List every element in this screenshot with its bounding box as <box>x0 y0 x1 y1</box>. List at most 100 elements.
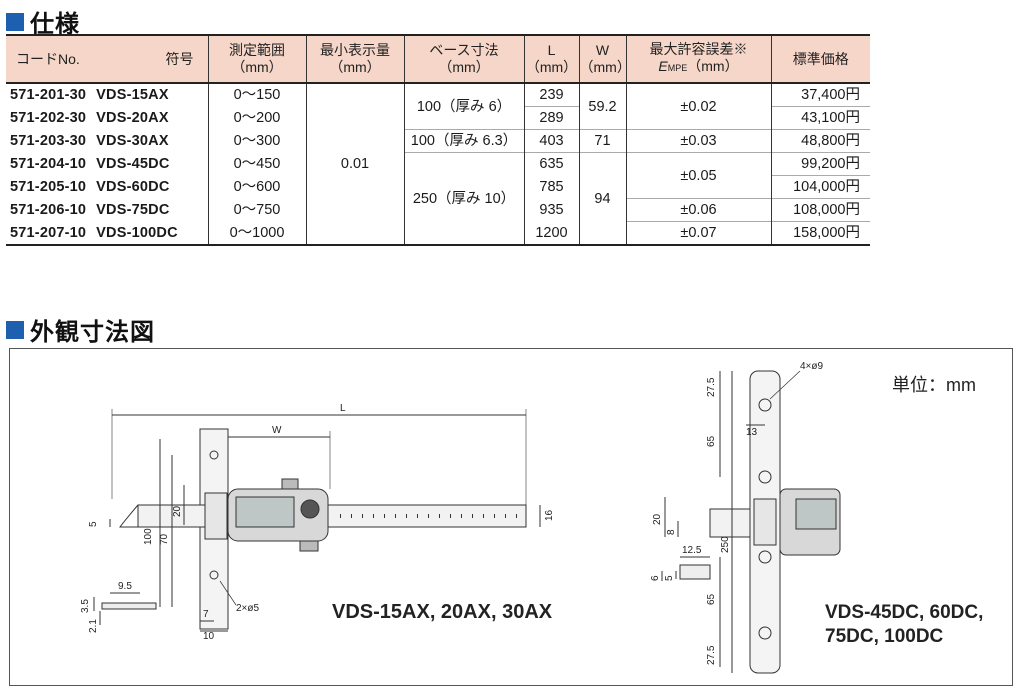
label-12-5: 12.5 <box>682 545 702 556</box>
header-L: L （mm） <box>523 35 579 83</box>
small-caliper-labels: L W 100 70 20 5 16 7 10 2×ø5 9.5 3.5 2.1 <box>80 403 555 642</box>
square-bullet-icon <box>6 12 24 31</box>
spec-heading-text: 仕様 <box>30 10 80 38</box>
header-code: コードNo. <box>16 50 80 67</box>
cell-code: 571-203-30 VDS-30AX <box>6 130 208 153</box>
slider <box>204 492 228 540</box>
code-text: 571-207-10 <box>10 224 87 241</box>
cell-L: 289 <box>523 106 579 130</box>
symbol-text: VDS-15AX <box>96 87 169 104</box>
model-label-small: VDS-15AX, 20AX, 30AX <box>332 601 553 623</box>
cell-base: 250（厚み 10） <box>403 152 524 245</box>
large-caliper-drawing <box>661 370 841 674</box>
cell-price: 37,400円 <box>770 82 870 107</box>
dimension-heading-text: 外観寸法図 <box>30 318 155 346</box>
spec-heading: 仕様 <box>6 4 80 39</box>
cell-code: 571-205-10 VDS-60DC <box>6 176 208 199</box>
leader-line <box>769 370 801 400</box>
header-resolution: 最小表示量 （mm） <box>305 35 404 83</box>
symbol-text: VDS-30AX <box>96 133 169 149</box>
label-holes: 4×ø9 <box>800 361 824 372</box>
power-button-icon <box>300 499 320 519</box>
code-text: 571-201-30 <box>10 87 87 104</box>
cell-error: ±0.02 <box>625 82 771 130</box>
cell-L: 239 <box>523 82 579 107</box>
unit-label: 単位：mm <box>892 375 976 395</box>
mount-hole <box>758 398 772 412</box>
cell-range: 0〜150 <box>207 82 306 107</box>
dimension-drawing: 単位：mm VDS-15AX, 20AX, 30AX VDS-45DC, 60D… <box>9 348 1013 686</box>
cell-range: 0〜450 <box>207 152 306 176</box>
model-label-large-l2: 75DC, 100DC <box>825 626 944 647</box>
header-price: 標準価格 <box>770 35 870 83</box>
cell-W: 59.2 <box>578 82 626 130</box>
label-100: 100 <box>143 528 154 545</box>
header-base-l1: ベース寸法 <box>429 42 499 58</box>
label-65b: 65 <box>706 593 717 605</box>
cell-error: ±0.06 <box>625 198 771 222</box>
cell-range: 0〜600 <box>207 175 306 199</box>
label-holes: 2×ø5 <box>236 603 260 614</box>
header-range: 測定範囲 （mm） <box>207 35 306 83</box>
model-label-large-l1: VDS-45DC, 60DC, <box>825 602 984 623</box>
label-8: 8 <box>666 529 677 535</box>
label-2-1: 2.1 <box>88 619 99 633</box>
mount-hole <box>209 450 219 460</box>
cell-L: 935 <box>523 198 579 222</box>
cell-L: 785 <box>523 175 579 199</box>
header-error-l2: EMPE（mm） <box>627 58 771 77</box>
header-symbol: 符号 <box>165 50 194 67</box>
cell-error: ±0.07 <box>625 221 771 245</box>
code-text: 571-203-30 <box>10 133 87 149</box>
symbol-text: VDS-60DC <box>96 179 170 195</box>
dimension-heading: 外観寸法図 <box>6 312 155 347</box>
header-range-l2: （mm） <box>231 59 283 75</box>
large-caliper-labels: 27.5 65 13 250 65 27.5 20 8 12.5 6 5 4×ø… <box>650 361 824 665</box>
header-error-mpe: MPE <box>667 63 688 73</box>
header-W-l2: （mm） <box>579 59 631 75</box>
lcd-screen <box>235 496 295 528</box>
header-L-l1: L <box>547 42 556 58</box>
beam <box>137 504 527 528</box>
cell-price: 99,200円 <box>770 152 870 176</box>
label-6: 6 <box>650 575 661 581</box>
symbol-text: VDS-45DC <box>96 156 170 172</box>
header-range-l1: 測定範囲 <box>229 42 285 58</box>
mount-hole <box>758 470 772 484</box>
label-5: 5 <box>664 575 675 581</box>
label-70: 70 <box>159 533 170 545</box>
lcd-screen-large <box>795 498 837 530</box>
label-27-5a: 27.5 <box>706 377 717 397</box>
mount-hole <box>758 626 772 640</box>
label-7: 7 <box>203 609 209 620</box>
header-resolution-l2: （mm） <box>329 59 381 75</box>
leader-line <box>219 580 237 606</box>
cell-base: 100（厚み 6） <box>403 82 524 130</box>
label-W: W <box>272 425 282 436</box>
symbol-text: VDS-75DC <box>96 202 170 218</box>
label-10: 10 <box>203 631 215 642</box>
cell-range: 0〜1000 <box>207 221 306 245</box>
code-text: 571-202-30 <box>10 110 87 126</box>
label-65a: 65 <box>706 435 717 447</box>
header-code-symbol: コードNo. 符号 <box>6 35 208 83</box>
label-L: L <box>340 403 346 414</box>
cell-W: 94 <box>578 152 626 245</box>
cell-range: 0〜200 <box>207 106 306 130</box>
code-text: 571-205-10 <box>10 179 87 195</box>
label-5: 5 <box>88 521 99 527</box>
header-error-unit: （mm） <box>687 58 739 74</box>
label-27-5b: 27.5 <box>706 645 717 665</box>
cell-W: 71 <box>578 129 626 153</box>
model-label-large: VDS-45DC, 60DC, 75DC, 100DC <box>825 601 983 649</box>
caliper-drawing-svg: L W 100 70 20 5 16 7 10 2×ø5 9.5 3.5 2.1 <box>80 361 841 674</box>
